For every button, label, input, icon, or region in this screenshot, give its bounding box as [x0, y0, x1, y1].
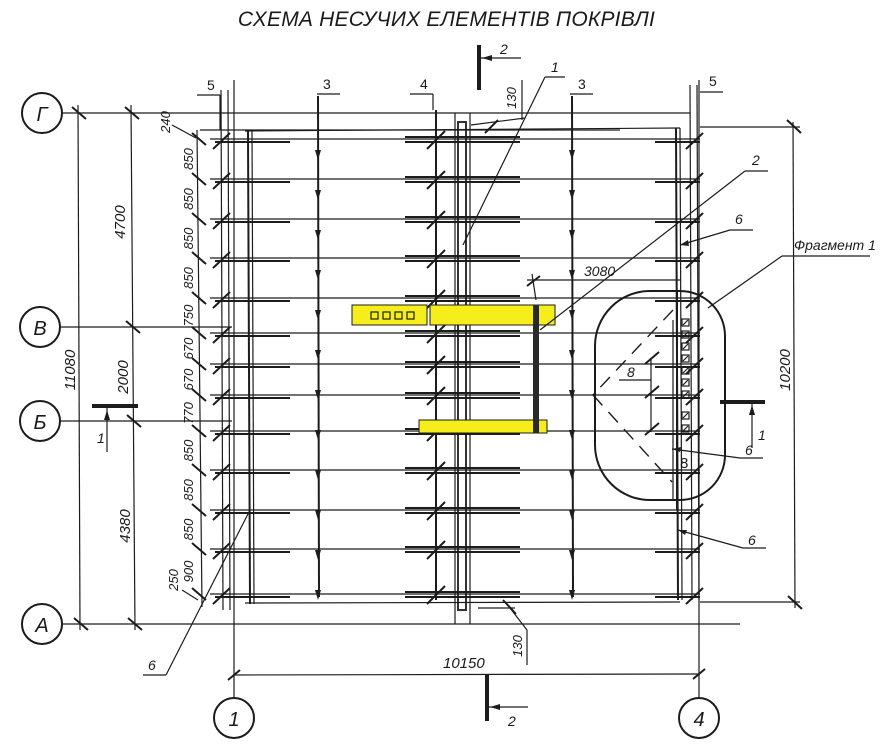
drawing-title: СХЕМА НЕСУЧИХ ЕЛЕМЕНТІВ ПОКРІВЛІ: [237, 8, 656, 31]
beam-spacing-label: 670: [181, 368, 196, 390]
axis-label-1: 1: [228, 709, 239, 731]
callout-3-left: 3: [323, 76, 331, 92]
axis-label-G: Г: [37, 104, 50, 126]
callout-6-left: 6: [148, 657, 156, 673]
section-mark-2-top: 2: [477, 41, 521, 90]
callout-2: 2: [751, 152, 760, 168]
beam-spacing-labels: 850 850 850 850 750 670 670 770 850 850 850 900: [181, 147, 196, 582]
dim-2000: 2000: [115, 360, 132, 395]
left-dimensions: 11080 4700 2000 4380 240 250: [62, 104, 207, 631]
beam-spacing-label: 900: [181, 560, 196, 582]
beam-spacing-label: 850: [181, 518, 196, 540]
dim-11080: 11080: [62, 349, 79, 390]
callout-5-left: 5: [207, 77, 215, 93]
dim-240: 240: [158, 110, 173, 133]
callout-8: 8: [627, 364, 635, 380]
beam-spacing-label: 850: [181, 227, 196, 249]
beam-spacing-label: 850: [181, 478, 196, 500]
callout-6-middle: 6: [745, 442, 753, 458]
row-axes: Г В Б А: [19, 92, 740, 645]
axis-label-V: В: [33, 318, 46, 340]
dim-10150: 10150: [443, 655, 485, 672]
section-mark-2-bottom: 2: [485, 674, 528, 729]
callout-6-lower: 6: [748, 532, 756, 548]
axis-bubble-1: [213, 697, 255, 739]
section-2-top-label: 2: [499, 41, 508, 57]
callouts: 5 3 4 1 3 5 2 6 Фрагмент 1 6: [143, 59, 876, 676]
beam-spacing-label: 850: [181, 147, 196, 169]
axis-label-A: А: [34, 615, 48, 637]
dim-250: 250: [166, 568, 181, 591]
beam-spacing-label: 850: [181, 187, 196, 209]
beam-spacing-label: 850: [181, 439, 196, 461]
dim-4700: 4700: [112, 205, 129, 239]
offset-130-top: 130: [470, 80, 526, 134]
callout-3-right: 3: [578, 76, 586, 92]
fragment-1-label: Фрагмент 1: [794, 237, 876, 253]
beam-spacing-label: 770: [181, 401, 196, 423]
dim-130-bottom: 130: [510, 634, 525, 656]
ridge-beam: [435, 110, 471, 624]
beam-spacing-label: 670: [181, 337, 196, 359]
callout-5-right: 5: [709, 73, 717, 89]
callout-1: 1: [551, 59, 559, 75]
section-2-bottom-label: 2: [507, 713, 516, 729]
axis-label-B: Б: [33, 412, 46, 434]
offset-130-bottom: 130: [478, 599, 528, 665]
dim-3080: 3080: [584, 263, 615, 279]
right-dimension: 10200: [700, 119, 803, 610]
beam-spacing-label: 750: [181, 304, 196, 326]
section-mark-1-left: 1: [92, 404, 138, 452]
dim-130-top: 130: [504, 86, 519, 108]
vertical-beams-3: [315, 95, 575, 600]
dim-10200: 10200: [777, 348, 794, 390]
section-mark-1-right: 1: [720, 400, 766, 448]
fragment-1-detail: 8 8: [592, 290, 726, 510]
roof-outline: [200, 84, 700, 611]
callout-4: 4: [420, 76, 428, 92]
highlights: [351, 304, 556, 434]
anchor-squares: [370, 311, 415, 320]
section-1-right-label: 1: [758, 427, 766, 443]
section-1-left-label: 1: [97, 430, 105, 446]
callout-6-upper: 6: [735, 211, 743, 227]
axis-label-4: 4: [693, 709, 704, 731]
axis-bubble-4: [678, 697, 720, 739]
bottom-dimension: 10150: [227, 655, 706, 681]
dim-4380: 4380: [117, 509, 134, 543]
beam-spacing-label: 850: [181, 266, 196, 288]
callout-8b: 8: [680, 455, 688, 472]
